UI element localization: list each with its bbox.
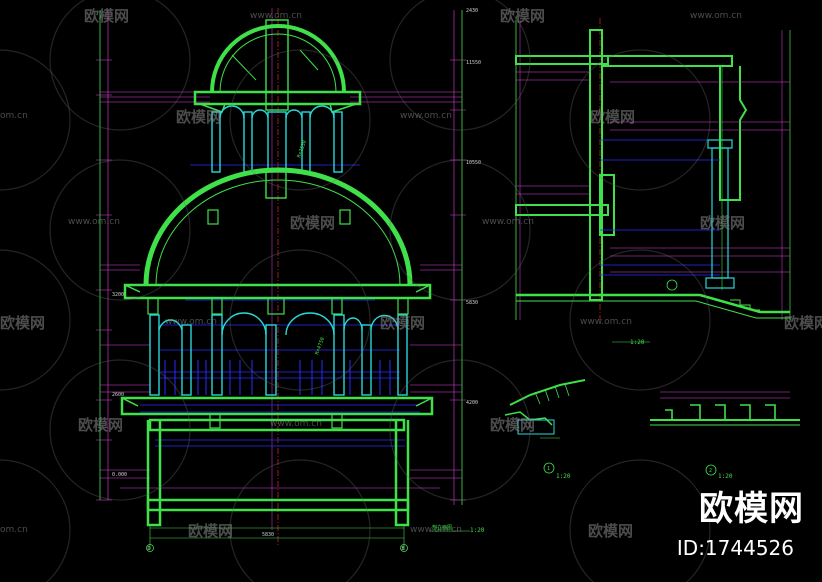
watermark-url: www.om.cn: [400, 111, 452, 121]
detail-section-drawing: 1:20: [515, 18, 791, 346]
brand-logo-text: 欧模网: [699, 489, 804, 529]
watermark-url: www.om.cn: [165, 317, 217, 327]
watermark-url: om.cn: [0, 111, 28, 121]
watermark-url: www.om.cn: [580, 317, 632, 327]
watermark-brand: 欧模网: [84, 7, 129, 25]
watermark-brand: 欧模网: [290, 214, 335, 232]
watermark-brand: 欧模网: [590, 108, 635, 126]
watermark-brand: 欧模网: [78, 416, 123, 434]
detail-1-drawing: 1 1:20: [504, 379, 586, 480]
watermark-brand: 欧模网: [700, 214, 745, 232]
watermark-url: www.om.cn: [250, 11, 302, 21]
section-title: 剖立面图: [432, 524, 452, 531]
watermark-brand: 欧模网: [188, 522, 233, 540]
watermark-brand: 欧模网: [500, 7, 545, 25]
detail-2-drawing: 2 1:20: [650, 391, 800, 480]
watermark-brand: 欧模网: [588, 522, 633, 540]
radius-label-upper: R=2530: [296, 140, 308, 159]
detail-1-no: 1: [547, 466, 550, 472]
detail-scale: 1:20: [630, 339, 645, 346]
dim-6: 3200: [112, 292, 124, 298]
dim-top: 2430: [466, 8, 478, 14]
watermark-brand: 欧模网: [0, 314, 45, 332]
watermark-brand: 欧模网: [176, 108, 221, 126]
dim-3: 10550: [466, 160, 481, 166]
watermark-url: www.om.cn: [270, 419, 322, 429]
dim-4: 5830: [466, 300, 478, 306]
asset-id: ID:1744526: [676, 536, 794, 560]
watermark-brand: 欧模网: [490, 416, 535, 434]
section-scale: 1:20: [470, 527, 485, 534]
watermark-circles: [0, 0, 711, 582]
dim-base-width: 5830: [262, 532, 274, 538]
watermark-url: om.cn: [0, 525, 28, 535]
main-section-drawing: D B 2430 11550 10550 5830 4200 3200 2600…: [96, 8, 485, 552]
detail-2-no: 2: [709, 468, 712, 474]
dim-level: 0.000: [112, 472, 127, 478]
watermark-url: www.om.cn: [690, 11, 742, 21]
watermark-brand: 欧模网: [380, 314, 425, 332]
watermark-url: www.om.cn: [410, 525, 462, 535]
dim-7: 2600: [112, 392, 124, 398]
watermark-brand: 欧模网: [784, 314, 822, 332]
detail-1-scale: 1:20: [556, 473, 571, 480]
dim-5: 4200: [466, 400, 478, 406]
dim-2: 11550: [466, 60, 481, 66]
axis-left-label: D: [148, 546, 151, 552]
watermark-url: www.om.cn: [68, 217, 120, 227]
watermark-url: www.om.cn: [482, 217, 534, 227]
axis-right-label: B: [402, 546, 405, 552]
detail-2-scale: 1:20: [718, 473, 733, 480]
radius-label-lower: R=4750: [314, 337, 326, 356]
